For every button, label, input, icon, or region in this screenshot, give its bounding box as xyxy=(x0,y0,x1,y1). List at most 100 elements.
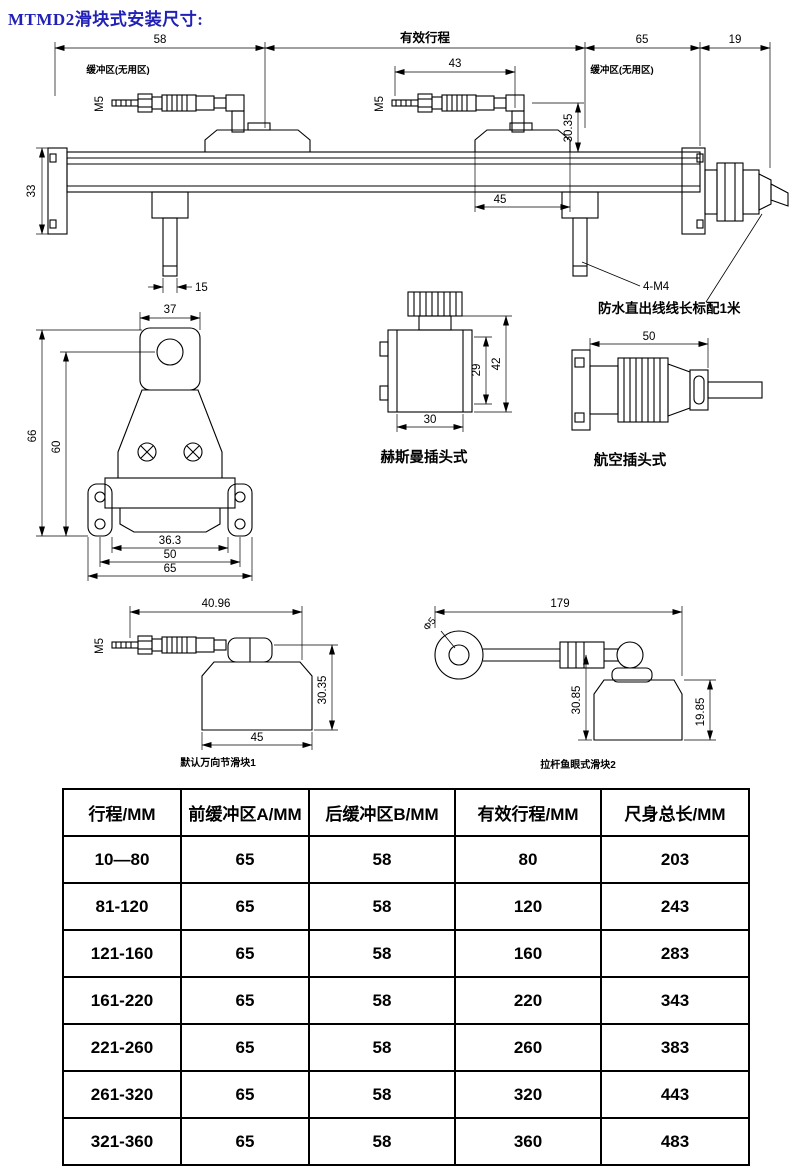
cell-effective-stroke: 320 xyxy=(454,1070,602,1119)
dim-60: 60 xyxy=(51,441,63,454)
cell-stroke: 261-320 xyxy=(62,1070,182,1119)
front-view-dimensions xyxy=(36,312,253,581)
effective-stroke-label: 有效行程 xyxy=(400,30,451,45)
dim-65: 65 xyxy=(164,563,177,575)
m5-mid-label: M5 xyxy=(374,96,386,112)
cell-rear-buffer: 58 xyxy=(308,929,456,978)
dim-42: 42 xyxy=(491,358,503,371)
cell-effective-stroke: 80 xyxy=(454,835,602,884)
universal-joint-slider-drawing: 40.96 M5 30.35 45 默认万向节滑块1 xyxy=(94,598,338,769)
dim-179: 179 xyxy=(550,598,569,610)
slider1-geometry xyxy=(111,635,313,731)
cell-rear-buffer: 58 xyxy=(308,1023,456,1072)
cell-stroke: 121-160 xyxy=(62,929,182,978)
technical-drawing: 58 有效行程 65 19 缓冲区(无用区) 缓冲区(无用区) 43 M5 M5… xyxy=(26,30,789,771)
cell-effective-stroke: 360 xyxy=(454,1117,602,1166)
page-title: MTMD2滑块式安装尺寸: xyxy=(8,10,204,29)
table-row: 161-220 65 58 220 343 xyxy=(62,976,750,1025)
cell-front-buffer: 65 xyxy=(180,976,310,1025)
dim-37: 37 xyxy=(164,304,177,316)
aviation-label: 航空插头式 xyxy=(594,451,667,469)
cell-front-buffer: 65 xyxy=(180,835,310,884)
m5-slider1-label: M5 xyxy=(94,638,106,654)
table-row: 81-120 65 58 120 243 xyxy=(62,882,750,931)
slider2-labels: 179 Φ5 30.85 19.85 拉杆鱼眼式滑块2 xyxy=(422,598,707,771)
dim-right-buffer: 65 xyxy=(636,34,649,46)
cell-stroke: 221-260 xyxy=(62,1023,182,1072)
dim-33: 33 xyxy=(26,185,38,198)
dim-50: 50 xyxy=(164,549,177,561)
dim-29: 29 xyxy=(471,364,483,377)
dim-3035-slider1: 30.35 xyxy=(317,676,329,705)
main-assembly-labels: 58 有效行程 65 19 缓冲区(无用区) 缓冲区(无用区) 43 M5 M5… xyxy=(26,30,741,316)
cable-note: 防水直出线线长标配1米 xyxy=(598,300,741,316)
col-header-rear-buffer: 后缓冲区B/MM xyxy=(308,788,456,837)
slider2-dimensions xyxy=(434,606,716,741)
hirschmann-labels: 29 42 30 赫斯曼插头式 xyxy=(381,358,504,466)
cell-effective-stroke: 160 xyxy=(454,929,602,978)
spec-header-row: 行程/MM 前缓冲区A/MM 后缓冲区B/MM 有效行程/MM 尺身总长/MM xyxy=(62,788,750,837)
col-header-effective-stroke: 有效行程/MM xyxy=(454,788,602,837)
label-4m4: 4-M4 xyxy=(643,281,670,293)
dim-45: 45 xyxy=(494,194,507,206)
dim-15: 15 xyxy=(195,282,208,294)
cell-rear-buffer: 58 xyxy=(308,835,456,884)
hirschmann-geometry xyxy=(379,291,473,413)
cell-total-length: 483 xyxy=(600,1117,750,1166)
dim-left-buffer: 58 xyxy=(154,34,167,46)
rod-eye-slider-drawing: 179 Φ5 30.85 19.85 拉杆鱼眼式滑块2 xyxy=(422,598,716,771)
slider1-labels: 40.96 M5 30.35 45 默认万向节滑块1 xyxy=(94,598,329,769)
cell-stroke: 10—80 xyxy=(62,835,182,884)
cell-front-buffer: 65 xyxy=(180,1070,310,1119)
dim-43: 43 xyxy=(449,58,462,70)
cell-total-length: 283 xyxy=(600,929,750,978)
cell-effective-stroke: 220 xyxy=(454,976,602,1025)
cell-total-length: 383 xyxy=(600,1023,750,1072)
cell-total-length: 243 xyxy=(600,882,750,931)
cell-front-buffer: 65 xyxy=(180,929,310,978)
dim-3035: 30.35 xyxy=(563,114,575,143)
cell-total-length: 443 xyxy=(600,1070,750,1119)
main-assembly-dimensions xyxy=(36,42,771,303)
col-header-front-buffer: 前缓冲区A/MM xyxy=(180,788,310,837)
cell-total-length: 203 xyxy=(600,835,750,884)
aviation-geometry xyxy=(571,349,763,431)
aviation-dimensions xyxy=(589,338,709,368)
cell-effective-stroke: 260 xyxy=(454,1023,602,1072)
cell-rear-buffer: 58 xyxy=(308,1070,456,1119)
dim-1985-slider2: 19.85 xyxy=(695,698,707,727)
cell-rear-buffer: 58 xyxy=(308,1117,456,1166)
dim-50-aviation: 50 xyxy=(643,331,656,343)
spec-table: 行程/MM 前缓冲区A/MM 后缓冲区B/MM 有效行程/MM 尺身总长/MM … xyxy=(62,788,750,1166)
dim-3085-slider2: 30.85 xyxy=(571,686,583,715)
col-header-stroke: 行程/MM xyxy=(62,788,182,837)
aviation-connector-drawing: 50 航空插头式 xyxy=(571,331,763,469)
slider1-dimensions xyxy=(129,606,338,750)
m5-left-label: M5 xyxy=(94,96,106,112)
cell-front-buffer: 65 xyxy=(180,882,310,931)
cell-total-length: 343 xyxy=(600,976,750,1025)
phi5-label: Φ5 xyxy=(422,615,439,633)
slider-front-view: 37 66 60 36.3 50 65 xyxy=(27,304,253,581)
main-assembly-drawing: 58 有效行程 65 19 缓冲区(无用区) 缓冲区(无用区) 43 M5 M5… xyxy=(26,30,789,316)
hirschmann-label: 赫斯曼插头式 xyxy=(381,448,468,466)
buffer-zone-left-label: 缓冲区(无用区) xyxy=(86,64,149,76)
cell-rear-buffer: 58 xyxy=(308,976,456,1025)
dim-45-slider1: 45 xyxy=(251,732,264,744)
dim-363: 36.3 xyxy=(159,535,181,547)
table-row: 221-260 65 58 260 383 xyxy=(62,1023,750,1072)
mid-connector xyxy=(391,93,507,113)
cell-stroke: 81-120 xyxy=(62,882,182,931)
left-connector xyxy=(111,93,227,113)
dim-30: 30 xyxy=(424,414,437,426)
table-row: 10—80 65 58 80 203 xyxy=(62,835,750,884)
main-assembly-geometry xyxy=(47,93,789,277)
dim-gland: 19 xyxy=(729,34,742,46)
col-header-total-length: 尺身总长/MM xyxy=(600,788,750,837)
slider2-caption: 拉杆鱼眼式滑块2 xyxy=(540,758,616,771)
dim-4096: 40.96 xyxy=(202,598,231,610)
cell-rear-buffer: 58 xyxy=(308,882,456,931)
front-view-geometry xyxy=(87,327,253,537)
cell-stroke: 321-360 xyxy=(62,1117,182,1166)
